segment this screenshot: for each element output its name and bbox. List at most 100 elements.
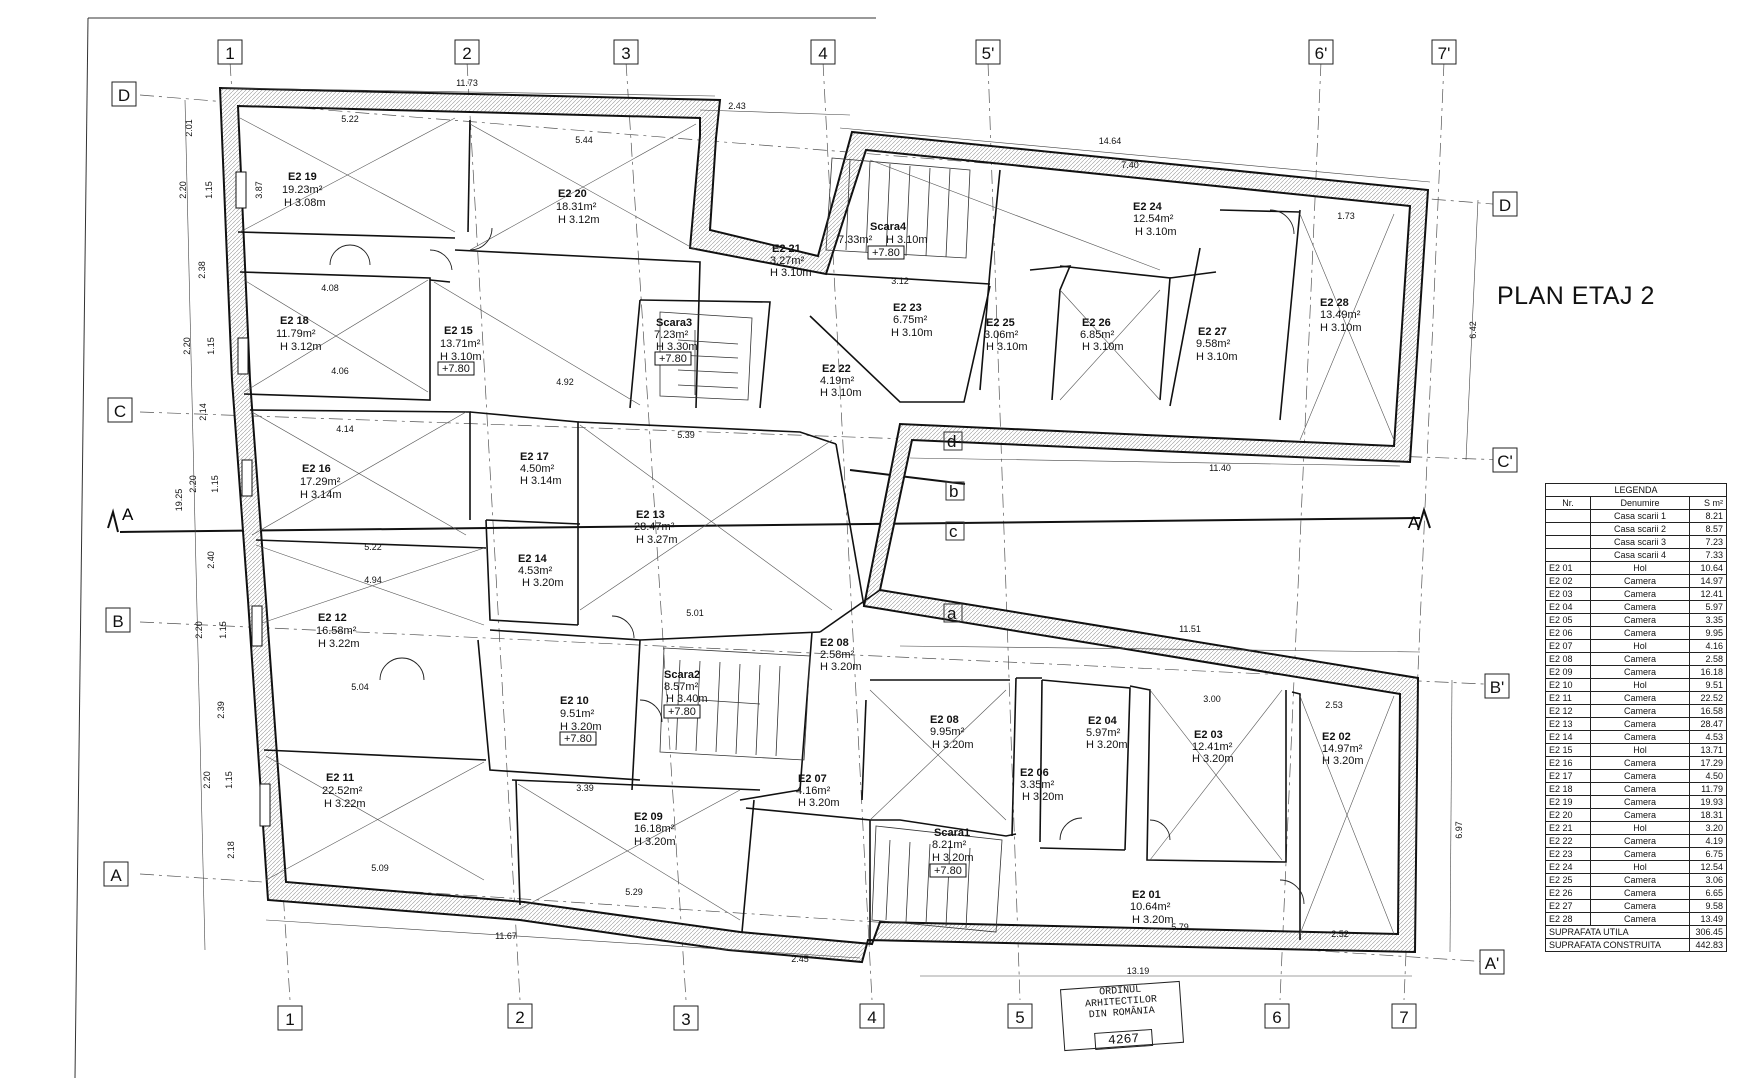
legend-cell-nr: E2 24 [1545, 860, 1591, 874]
room-area: 6.75m² [893, 314, 928, 326]
legend-cell-area: 12.41 [1689, 587, 1727, 601]
legend-footer-value: 306.45 [1689, 925, 1727, 939]
grid-top-5: 5' [982, 44, 995, 63]
legend-cell-area: 16.58 [1689, 704, 1727, 718]
room-area: 8.57m² [664, 681, 699, 693]
grid-bubbles [103, 39, 1518, 1031]
dim-r19-d: 3.87 [254, 181, 264, 199]
room-height: H 3.20m [634, 836, 676, 848]
grid-bottom-4: 4 [867, 1008, 876, 1027]
room-area: 3.06m² [984, 329, 1019, 341]
axis-b-label: b [949, 482, 958, 501]
dim-r11-w: 5.04 [351, 682, 369, 692]
room-area: 11.79m² [276, 328, 316, 340]
dim-right-lower: 6.97 [1454, 821, 1464, 839]
room-area: 9.58m² [1196, 338, 1231, 350]
room-area: 5.97m² [1086, 727, 1121, 739]
level-mark: +7.80 [668, 706, 696, 718]
legend-cell-nr: E2 13 [1545, 717, 1591, 731]
legend-cell-name: Camera [1590, 912, 1690, 926]
dim-middle-right: 11.40 [1209, 463, 1231, 473]
legend-title: LEGENDA [1545, 483, 1727, 497]
grid-right-c: C' [1497, 452, 1513, 471]
room-height: H 3.20m [1192, 753, 1234, 765]
room-name: Scara3 [656, 317, 692, 329]
room-area: 4.53m² [518, 565, 553, 577]
grid-left-b: B [112, 612, 123, 631]
room-area: 22.52m² [322, 785, 363, 797]
room-name: E2 26 [1082, 317, 1111, 329]
room-name: E2 07 [798, 773, 827, 785]
room-name: E2 22 [822, 363, 851, 375]
room-height: H 3.10m [820, 387, 862, 399]
dim-left-seg: 1.15 [210, 475, 220, 493]
legend-cell-name: Camera [1590, 691, 1690, 705]
room-name: E2 11 [326, 772, 354, 784]
dim-left-seg: 2.14 [198, 403, 208, 421]
grid-left-d: D [118, 86, 130, 105]
legend-cell-nr: E2 05 [1545, 613, 1591, 627]
room-area: 28.47m² [634, 521, 675, 533]
legend-cell-name: Camera [1590, 769, 1690, 783]
room-name: Scara2 [664, 669, 700, 681]
room-name: E2 10 [560, 695, 589, 707]
room-area: 7.23m² [654, 329, 689, 341]
dim-r03-w: 3.00 [1203, 694, 1221, 704]
room-height: H 3.12m [280, 341, 322, 353]
grid-bottom-5: 5 [1015, 1008, 1024, 1027]
legend-cell-area: 6.65 [1689, 886, 1727, 900]
legend-cell-area: 14.97 [1689, 574, 1727, 588]
dim-left-total: 19.25 [174, 489, 184, 512]
room-height: H 3.08m [284, 197, 326, 209]
legend-cell-name: Casa scarii 1 [1590, 509, 1690, 523]
room-area: 16.18m² [634, 823, 675, 835]
legend-cell-area: 13.49 [1689, 912, 1727, 926]
legend-cell-name: Camera [1590, 899, 1690, 913]
stair-scara1 [871, 825, 1003, 933]
room-name: E2 21 [772, 243, 801, 255]
room-name: E2 02 [1322, 731, 1351, 743]
grid-left-a: A [110, 866, 122, 885]
dim-r13-w2: 5.01 [686, 608, 704, 618]
legend-cell-nr: E2 04 [1545, 600, 1591, 614]
legend-cell-nr: E2 01 [1545, 561, 1591, 575]
legend-cell-nr: E2 18 [1545, 782, 1591, 796]
room-name: E2 19 [288, 171, 317, 183]
dim-top-offset: 2.43 [728, 101, 746, 111]
room-area: 7.33m² [838, 234, 873, 246]
dim-left-seg: 2.20 [178, 181, 188, 199]
legend-cell-area: 22.52 [1689, 691, 1727, 705]
dim-r24-w: 7.40 [1121, 160, 1139, 170]
legend-cell-area: 7.33 [1689, 548, 1727, 562]
room-height: H 3.10m [886, 234, 928, 246]
grid-right-b: B' [1490, 678, 1505, 697]
legend-cell-nr: E2 09 [1545, 665, 1591, 679]
legend-cell-nr: E2 22 [1545, 834, 1591, 848]
room-height: H 3.20m [1022, 791, 1064, 803]
section-label-right: A [1408, 513, 1420, 532]
dim-r20-w: 5.44 [575, 135, 593, 145]
room-area: 14.97m² [1322, 743, 1363, 755]
legend-cell-name: Hol [1590, 743, 1690, 757]
legend-cell-name: Camera [1590, 847, 1690, 861]
legend-footer-label: SUPRAFATA UTILA [1545, 925, 1690, 939]
grid-right-d: D [1499, 196, 1511, 215]
room-name: E2 23 [893, 302, 922, 314]
